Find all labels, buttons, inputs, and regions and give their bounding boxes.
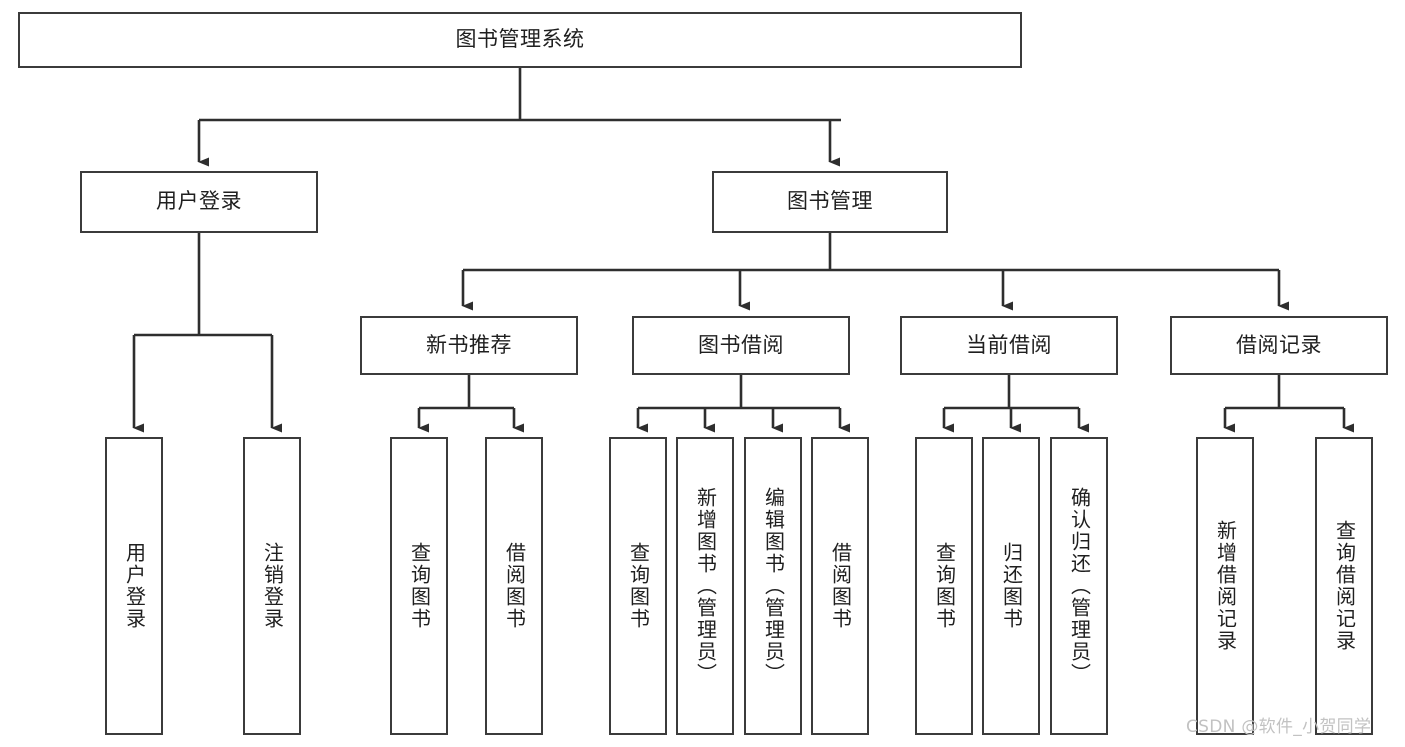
leaf-book-borrow-query-label: 查询图书 bbox=[626, 542, 651, 630]
leaf-current-borrow-confirm[interactable]: 确认归还（管理员） bbox=[1050, 437, 1108, 735]
node-root-system-label: 图书管理系统 bbox=[455, 27, 585, 52]
node-book-management-label: 图书管理 bbox=[787, 189, 873, 214]
leaf-book-borrow-edit-label: 编辑图书（管理员） bbox=[761, 487, 786, 685]
csdn-watermark: CSDN @软件_小贺同学 bbox=[1186, 717, 1372, 737]
node-borrow-record-label: 借阅记录 bbox=[1236, 332, 1322, 357]
leaf-borrow-record-add[interactable]: 新增借阅记录 bbox=[1196, 437, 1254, 735]
leaf-new-book-query[interactable]: 查询图书 bbox=[390, 437, 448, 735]
node-new-book-recommend-label: 新书推荐 bbox=[426, 332, 512, 357]
node-user-login[interactable]: 用户登录 bbox=[80, 171, 318, 233]
leaf-current-borrow-query-label: 查询图书 bbox=[932, 542, 957, 630]
node-user-login-label: 用户登录 bbox=[156, 189, 242, 214]
leaf-current-borrow-query[interactable]: 查询图书 bbox=[915, 437, 973, 735]
leaf-borrow-record-add-label: 新增借阅记录 bbox=[1213, 520, 1238, 652]
node-book-borrow[interactable]: 图书借阅 bbox=[632, 316, 850, 375]
leaf-book-borrow-add[interactable]: 新增图书（管理员） bbox=[676, 437, 734, 735]
leaf-borrow-record-query[interactable]: 查询借阅记录 bbox=[1315, 437, 1373, 735]
leaf-book-borrow-borrow[interactable]: 借阅图书 bbox=[811, 437, 869, 735]
leaf-current-borrow-return[interactable]: 归还图书 bbox=[982, 437, 1040, 735]
leaf-book-borrow-query[interactable]: 查询图书 bbox=[609, 437, 667, 735]
leaf-user-login-login[interactable]: 用户登录 bbox=[105, 437, 163, 735]
leaf-book-borrow-edit[interactable]: 编辑图书（管理员） bbox=[744, 437, 802, 735]
leaf-book-borrow-borrow-label: 借阅图书 bbox=[828, 542, 853, 630]
leaf-book-borrow-add-label: 新增图书（管理员） bbox=[693, 487, 718, 685]
node-root-system[interactable]: 图书管理系统 bbox=[18, 12, 1022, 68]
leaf-borrow-record-query-label: 查询借阅记录 bbox=[1332, 520, 1357, 652]
leaf-current-borrow-return-label: 归还图书 bbox=[999, 542, 1024, 630]
leaf-new-book-borrow[interactable]: 借阅图书 bbox=[485, 437, 543, 735]
node-new-book-recommend[interactable]: 新书推荐 bbox=[360, 316, 578, 375]
leaf-new-book-query-label: 查询图书 bbox=[407, 542, 432, 630]
leaf-user-login-logout[interactable]: 注销登录 bbox=[243, 437, 301, 735]
node-book-management[interactable]: 图书管理 bbox=[712, 171, 948, 233]
node-current-borrow-label: 当前借阅 bbox=[966, 332, 1052, 357]
leaf-user-login-login-label: 用户登录 bbox=[122, 542, 147, 630]
node-borrow-record[interactable]: 借阅记录 bbox=[1170, 316, 1388, 375]
leaf-new-book-borrow-label: 借阅图书 bbox=[502, 542, 527, 630]
node-current-borrow[interactable]: 当前借阅 bbox=[900, 316, 1118, 375]
node-book-borrow-label: 图书借阅 bbox=[698, 332, 784, 357]
leaf-user-login-logout-label: 注销登录 bbox=[260, 542, 285, 630]
leaf-current-borrow-confirm-label: 确认归还（管理员） bbox=[1067, 487, 1092, 685]
